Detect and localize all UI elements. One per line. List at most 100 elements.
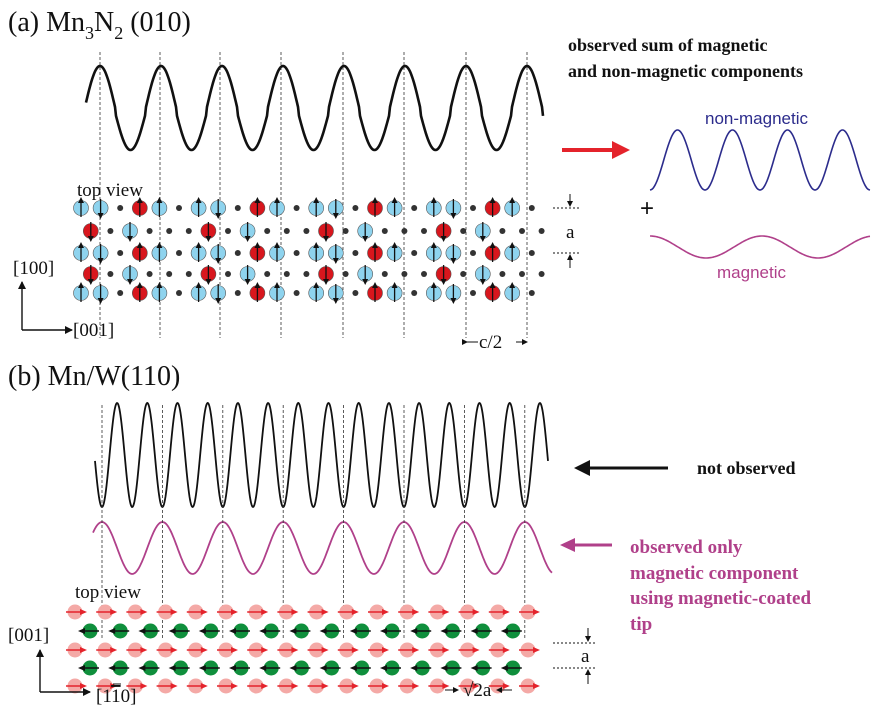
mn-atom-blue: [425, 242, 442, 262]
mn-atom-blue: [210, 284, 226, 304]
mn-atom-pink: [277, 604, 299, 620]
mn-atom-pink: [96, 678, 118, 694]
n-atom: [538, 271, 545, 277]
n-atom: [146, 228, 153, 234]
mn-atom-red: [83, 265, 99, 285]
mn-atom-green: [319, 623, 341, 639]
mn-atom-blue: [357, 222, 374, 242]
mn-atom-blue: [190, 282, 207, 302]
mn-atom-blue: [327, 244, 344, 264]
mn-atom-pink: [458, 604, 480, 620]
not-observed-label: not observed: [697, 458, 796, 478]
mn-atom-pink: [156, 604, 178, 620]
mn-atom-green: [108, 623, 130, 639]
n-atom: [166, 228, 173, 234]
mn-atom-pink: [186, 604, 208, 620]
mn-atom-green: [349, 660, 371, 676]
n-atom: [352, 250, 359, 256]
mn-atom-red: [200, 222, 217, 242]
mn-atom-pink: [488, 678, 510, 694]
mn-atom-blue: [445, 284, 462, 304]
n-atom: [519, 271, 525, 277]
n-atom: [117, 290, 124, 296]
mn-atom-pink: [519, 604, 540, 620]
n-atom: [225, 271, 231, 277]
mn-atom-red: [318, 265, 334, 285]
mn-atom-pink: [186, 678, 208, 694]
panel-b: (b) Mn/W(110) not observed observed only…: [8, 361, 811, 707]
n-atom: [107, 271, 114, 277]
mn-atom-pink: [66, 604, 87, 620]
dimension-c-label: c/2: [479, 332, 502, 353]
red-arrow: [562, 141, 630, 159]
non-magnetic-wave: [649, 129, 871, 191]
not-observed-arrow: [574, 460, 668, 476]
magnetic-wave-b: [92, 521, 553, 575]
mn-atom-green: [500, 660, 522, 676]
mn-atom-pink: [96, 604, 118, 620]
n-atom: [176, 250, 182, 256]
observed-only-line4: tip: [630, 614, 652, 635]
n-atom: [352, 290, 359, 296]
mn-atom-green: [198, 623, 220, 639]
mn-atom-pink: [217, 604, 238, 620]
mn-atom-blue: [357, 265, 374, 285]
mn-atom-pink: [488, 604, 510, 620]
magnetic-label: magnetic: [717, 263, 786, 282]
mn-atom-green: [410, 660, 432, 676]
observed-only-line3: using magnetic-coated: [630, 588, 811, 609]
n-atom: [264, 271, 271, 277]
mn-atom-blue: [73, 197, 89, 217]
n-atom: [499, 271, 506, 277]
mn-atom-red: [367, 197, 383, 217]
mn-atom-green: [410, 623, 432, 639]
dimension-a-panel-a: a: [553, 194, 580, 268]
n-atom: [519, 228, 525, 234]
panel-a-title: (a) Mn3N2 (010): [8, 7, 191, 43]
n-atom: [342, 271, 349, 277]
mn-atom-pink: [398, 678, 420, 694]
n-atom: [303, 228, 310, 234]
mn-atom-red: [484, 197, 501, 217]
mn-atom-blue: [386, 242, 403, 262]
panel-a: (a) Mn3N2 (010) top view [100] [001] a c…: [8, 7, 871, 353]
mn-atom-pink: [217, 678, 238, 694]
n-atom: [185, 271, 192, 277]
n-atom: [421, 228, 427, 234]
n-atom: [342, 228, 349, 234]
mn-atom-green: [138, 623, 160, 639]
n-atom: [176, 290, 182, 296]
mn-atom-blue: [327, 284, 344, 304]
mn-atom-pink: [156, 678, 178, 694]
mn-atom-blue: [151, 197, 168, 217]
mn-atom-red: [435, 222, 452, 242]
n-atom: [166, 271, 173, 277]
mn-atom-red: [367, 242, 383, 262]
mn-atom-green: [108, 660, 130, 676]
mn-atom-green: [289, 660, 311, 676]
n-atom: [401, 228, 408, 234]
mn-atom-pink: [488, 642, 510, 658]
mn-atom-green: [349, 623, 371, 639]
mn-atom-green: [138, 660, 160, 676]
mn-atom-blue: [308, 282, 325, 302]
n-atom: [528, 290, 535, 296]
mn-atom-blue: [308, 242, 325, 262]
mn-atom-red: [435, 265, 452, 285]
mn-atom-blue: [504, 282, 521, 302]
mn-atom-green: [198, 660, 220, 676]
mn-atom-pink: [458, 642, 480, 658]
mn-atom-blue: [122, 222, 138, 242]
mn-atom-pink: [126, 642, 148, 658]
mn-atom-blue: [327, 199, 344, 219]
mn-atom-blue: [92, 199, 109, 219]
top-view-label-a: top view: [77, 180, 143, 201]
dimension-sqrt2a: √2a: [445, 680, 512, 701]
dimension-sqrt2a-label: √2a: [463, 680, 492, 701]
mn-atom-pink: [398, 604, 420, 620]
mn-atom-pink: [428, 642, 450, 658]
n-atom: [264, 228, 271, 234]
mn-atom-pink: [337, 642, 359, 658]
n-atom: [528, 205, 535, 211]
mn-atom-green: [380, 623, 401, 639]
